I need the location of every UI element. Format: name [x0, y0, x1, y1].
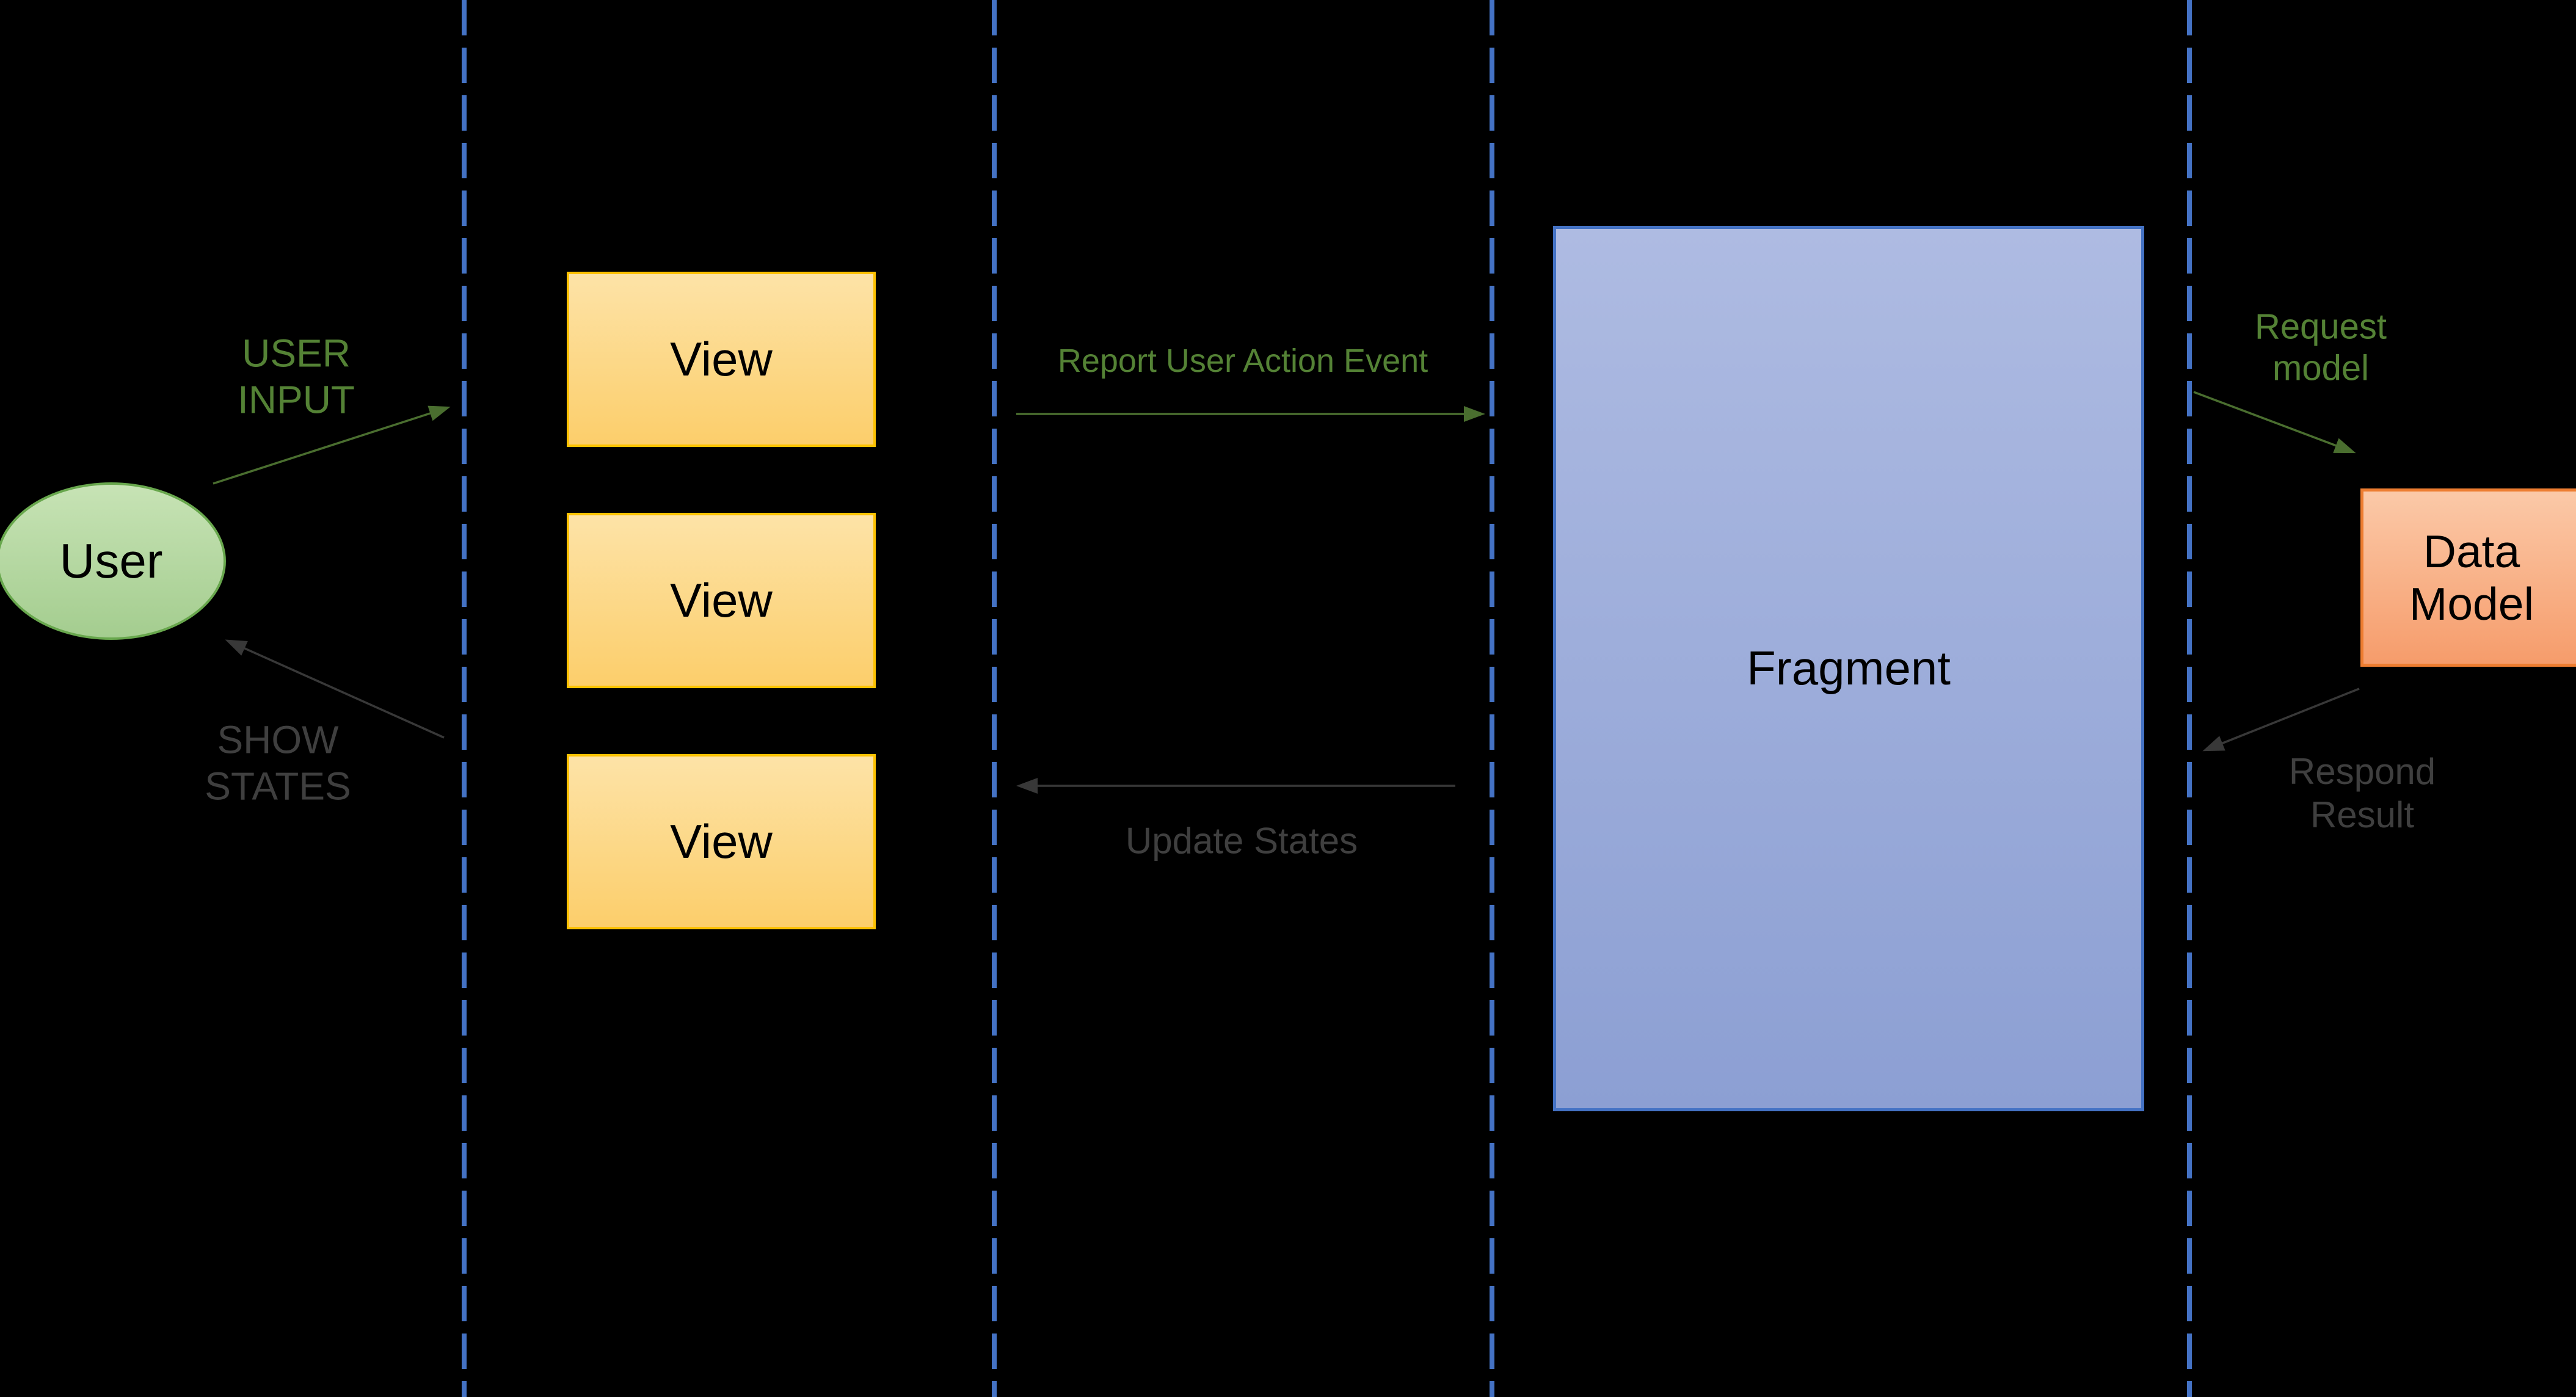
show-states-arrow [225, 639, 445, 739]
view-label: View [670, 573, 773, 627]
view-label: View [670, 814, 773, 868]
lane-separator-1 [462, 0, 467, 1397]
fragment-box: Fragment [1553, 226, 2144, 1111]
show-states-label: SHOW STATES [205, 717, 351, 808]
lane-separator-3 [1490, 0, 1494, 1397]
update-states-label: Update States [1125, 820, 1358, 862]
view-box-2: View [567, 513, 876, 688]
fragment-label: Fragment [1747, 641, 1951, 695]
data-model-label: Data Model [2409, 525, 2534, 630]
request-model-arrow [2193, 391, 2356, 454]
view-box-3: View [567, 754, 876, 929]
respond-result-arrow [2202, 688, 2360, 752]
user-input-arrow [213, 405, 451, 485]
report-user-action-label: Report User Action Event [1057, 343, 1428, 380]
data-model-box: Data Model [2360, 488, 2576, 667]
user-input-label: USER INPUT [238, 331, 355, 421]
view-box-1: View [567, 272, 876, 447]
lane-separator-2 [992, 0, 997, 1397]
user-label: User [59, 534, 163, 588]
request-model-label: Request model [2254, 307, 2387, 388]
lane-separator-4 [2187, 0, 2192, 1397]
respond-result-label: Respond Result [2288, 751, 2436, 835]
user-ellipse: User [0, 482, 226, 640]
view-label: View [670, 332, 773, 386]
